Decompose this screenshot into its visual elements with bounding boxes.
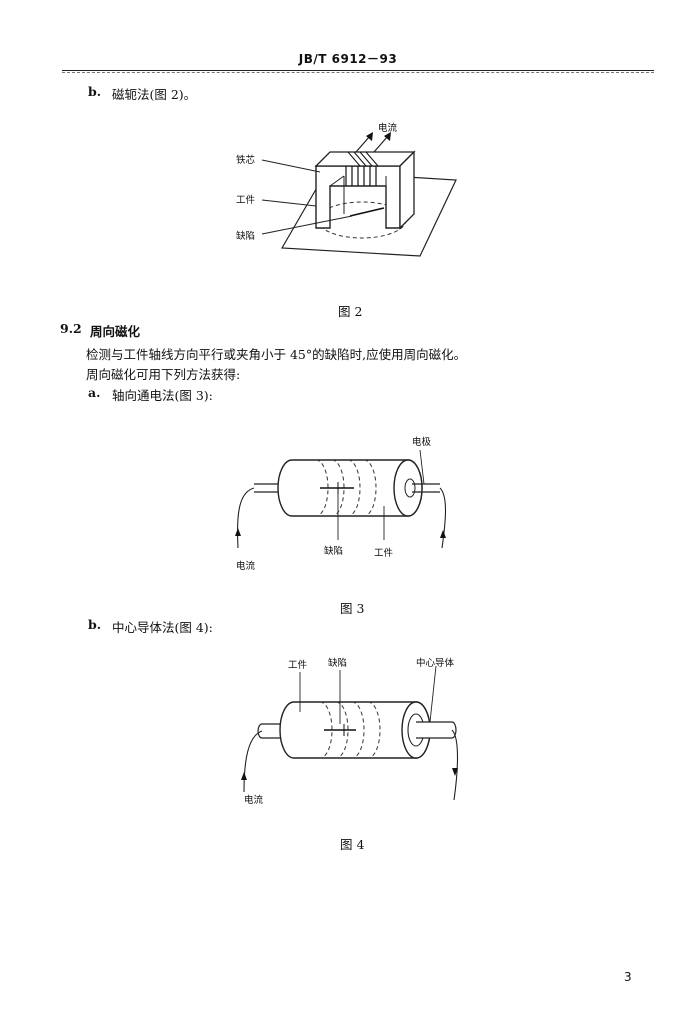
figure-2-caption: 图 2: [338, 304, 363, 319]
fig3-label-electrode: 电极: [412, 437, 432, 448]
document-code-header: JB/T 6912－93: [298, 52, 398, 66]
section-paragraph-1: 检测与工件轴线方向平行或夹角小于 45°的缺陷时,应使用周向磁化。: [86, 347, 467, 362]
section-paragraph-2: 周向磁化可用下列方法获得:: [86, 367, 241, 382]
fig3-label-current: 电流: [236, 561, 256, 572]
section-number: 9.2: [60, 321, 82, 336]
page-number: 3: [624, 970, 632, 984]
fig2-label-defect: 缺陷: [236, 231, 256, 242]
figure-3-axial-current-diagram: [235, 0, 696, 600]
fig4-label-current: 电流: [244, 795, 264, 806]
fig4-label-center-conductor: 中心导体: [416, 658, 455, 669]
fig4-label-workpiece: 工件: [288, 660, 308, 671]
fig2-label-core: 铁芯: [236, 155, 256, 166]
figure-4-center-conductor-diagram: [241, 0, 458, 820]
header-rule: [62, 70, 654, 73]
item-a-text: 轴向通电法(图 3):: [112, 388, 213, 403]
section-title: 周向磁化: [90, 324, 141, 339]
fig2-label-current: 电流: [378, 123, 398, 134]
figure-2-yoke-diagram: [0, 132, 696, 320]
figure-4-caption: 图 4: [340, 837, 365, 852]
fig4-label-defect: 缺陷: [328, 658, 348, 669]
fig3-label-workpiece: 工件: [374, 548, 394, 559]
figure-3-caption: 图 3: [340, 601, 365, 616]
fig3-label-defect: 缺陷: [324, 546, 344, 557]
item-a-marker: a.: [88, 385, 101, 400]
item-b2-marker: b.: [88, 617, 102, 632]
item-b1-text: 磁轭法(图 2)。: [112, 87, 197, 102]
item-b1-marker: b.: [88, 84, 102, 99]
item-b2-text: 中心导体法(图 4):: [112, 620, 213, 635]
fig2-label-workpiece: 工件: [236, 195, 256, 206]
